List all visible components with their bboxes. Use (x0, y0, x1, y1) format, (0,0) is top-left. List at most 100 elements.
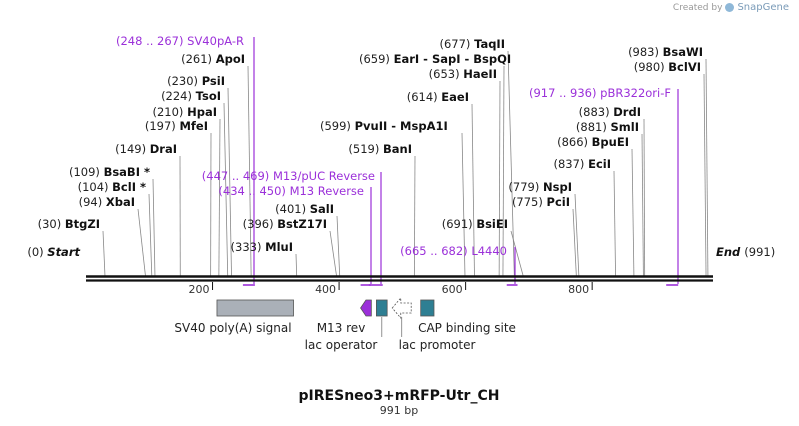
site-line (461, 132, 466, 277)
site-line (227, 87, 232, 277)
site-bpuei[interactable]: (866) BpuEI (557, 135, 629, 149)
feature-label: lac promoter (399, 338, 476, 352)
site-label: (677) TaqII (439, 37, 505, 51)
site-psii[interactable]: (230) PsiI (167, 74, 225, 88)
site-label: (401) SalI (275, 202, 334, 216)
site-line (631, 148, 635, 277)
site-label: (881) SmlI (576, 120, 639, 134)
site-hpai[interactable]: (210) HpaI (153, 105, 218, 119)
credit-brand: SnapGene (737, 2, 789, 13)
site-line (336, 215, 341, 277)
site-mlui[interactable]: (333) MluI (231, 240, 293, 254)
site-label: (866) BpuEI (557, 135, 629, 149)
site-label: (883) DrdI (579, 105, 641, 119)
site-smli[interactable]: (881) SmlI (576, 120, 639, 134)
site-label: (210) HpaI (153, 105, 218, 119)
primer-sv40pa-r[interactable]: (248 .. 267) SV40pA-R (116, 34, 255, 286)
site-eari[interactable]: (659) EarI - SapI - BspQI (359, 52, 511, 66)
credit: Created by SnapGene (673, 2, 789, 13)
site-label: (104) BclI * (78, 180, 146, 194)
primer-pbr322ori-f[interactable]: (917 .. 936) pBR322ori-F (529, 86, 679, 286)
site-label: (775) PciI (512, 195, 570, 209)
feature-lac-promoter[interactable]: lac promoter (391, 296, 476, 352)
site-apoi[interactable]: (261) ApoI (181, 52, 245, 66)
site-xbai[interactable]: (94) XbaI (79, 195, 135, 209)
site-label: (779) NspI (508, 180, 572, 194)
site-label: (149) DraI (115, 142, 177, 156)
site-line (613, 170, 616, 277)
site-label: (333) MluI (231, 240, 293, 254)
site-label: (659) EarI - SapI - BspQI (359, 52, 511, 66)
feature-lac-operator[interactable]: lac operator (305, 299, 388, 352)
site-haeii[interactable]: (653) HaeII (429, 67, 497, 81)
start-label: (0) Start (27, 245, 80, 259)
site-label: (261) ApoI (181, 52, 245, 66)
feature-shape (360, 299, 372, 317)
primer-m13-reverse[interactable]: (434 .. 450) M13 Reverse (218, 184, 372, 286)
site-ecii[interactable]: (837) EciI (554, 157, 612, 171)
site-line (471, 103, 475, 277)
site-tsoi[interactable]: (224) TsoI (161, 89, 221, 103)
site-label: (94) XbaI (79, 195, 135, 209)
ruler-tick-label: 800 (568, 283, 589, 296)
site-btgzi[interactable]: (30) BtgZI (38, 217, 100, 231)
site-taqii[interactable]: (677) TaqII (439, 37, 505, 51)
site-pcii[interactable]: (775) PciI (512, 195, 570, 209)
site-line (507, 50, 515, 277)
credit-prefix: Created by (672, 2, 723, 13)
site-line (137, 208, 146, 277)
primer-label: (917 .. 936) pBR322ori-F (529, 86, 671, 100)
site-bcli[interactable]: (104) BclI * (78, 180, 146, 194)
feature-m13-rev[interactable]: M13 rev (317, 299, 372, 335)
site-label: (983) BsaWI (628, 45, 703, 59)
feature-label: SV40 poly(A) signal (174, 321, 291, 335)
ruler-tick-label: 200 (189, 283, 210, 296)
snapgene-logo-icon (725, 3, 735, 12)
primer-m13-puc-reverse[interactable]: (447 .. 469) M13/pUC Reverse (202, 169, 383, 286)
site-line (574, 193, 580, 277)
site-label: (837) EciI (554, 157, 612, 171)
site-bani[interactable]: (519) BanI (348, 142, 412, 156)
site-bstz17i[interactable]: (396) BstZ17I (243, 217, 327, 231)
site-nspi[interactable]: (779) NspI (508, 180, 572, 194)
site-bsiei[interactable]: (691) BsiEI (442, 217, 508, 231)
feature-shape (376, 299, 388, 317)
site-line (641, 133, 644, 277)
site-sali[interactable]: (401) SalI (275, 202, 334, 216)
map-length: 991 bp (380, 404, 418, 417)
ruler-tick-label: 600 (442, 283, 463, 296)
feature-cap-binding-site[interactable]: CAP binding site (418, 299, 516, 335)
site-bclvi[interactable]: (980) BclVI (634, 60, 701, 74)
feature-shape (420, 299, 435, 317)
site-line (510, 230, 524, 277)
feature-shape (391, 296, 412, 320)
site-line (102, 230, 106, 277)
site-bsawi[interactable]: (983) BsaWI (628, 45, 703, 59)
site-drai[interactable]: (149) DraI (115, 142, 177, 156)
site-line (247, 65, 252, 277)
site-line (643, 118, 646, 277)
site-label: (396) BstZ17I (243, 217, 327, 231)
site-line (498, 80, 501, 277)
primer-label: (447 .. 469) M13/pUC Reverse (202, 169, 375, 183)
site-label: (197) MfeI (145, 119, 208, 133)
site-label: (691) BsiEI (442, 217, 508, 231)
site-label: (224) TsoI (161, 89, 221, 103)
feature-label: lac operator (305, 338, 378, 352)
site-line (152, 178, 156, 277)
site-line (705, 58, 709, 277)
site-label: (980) BclVI (634, 60, 701, 74)
primer-label: (434 .. 450) M13 Reverse (218, 184, 364, 198)
feature-shape (216, 299, 294, 317)
feature-sv40-poly-a-signal[interactable]: SV40 poly(A) signal (174, 299, 294, 335)
site-bsabi[interactable]: (109) BsaBI * (69, 165, 150, 179)
primer-label: (248 .. 267) SV40pA-R (116, 34, 244, 48)
site-drdi[interactable]: (883) DrdI (579, 105, 641, 119)
site-eaei[interactable]: (614) EaeI (407, 90, 469, 104)
site-pvuii[interactable]: (599) PvuII - MspA1I (320, 119, 448, 133)
primer-l4440[interactable]: (665 .. 682) L4440 (400, 244, 518, 286)
site-mfei[interactable]: (197) MfeI (145, 119, 208, 133)
end-label: End (991) (716, 245, 775, 259)
site-line (703, 73, 707, 277)
